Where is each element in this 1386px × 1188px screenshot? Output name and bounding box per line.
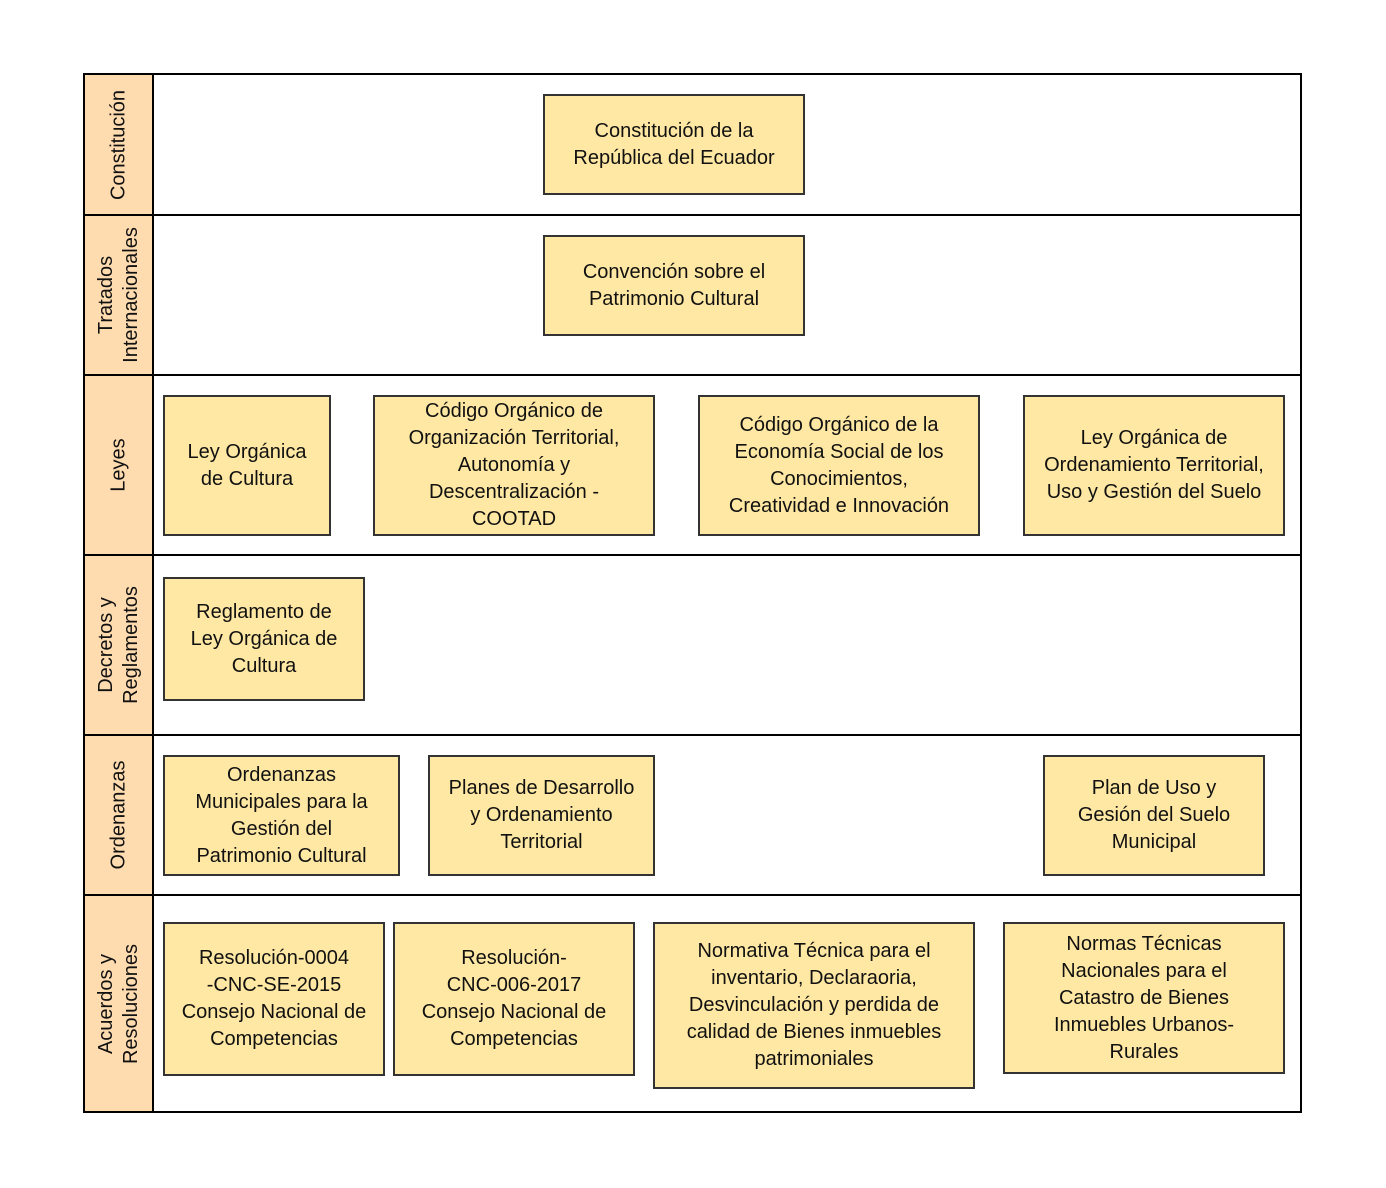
box-label: Normativa Técnica para el inventario, De…	[686, 940, 942, 1070]
lane-header: Decretos y Reglamentos	[85, 556, 154, 734]
lane-title: Ordenanzas	[107, 760, 129, 870]
lane-leyes: Leyes Ley Orgánica de Cultura Código Org…	[85, 376, 1300, 556]
box-label: Constitución de la República del Ecuador	[573, 119, 775, 169]
lane-acuerdos-resoluciones: Acuerdos y Resoluciones Resolución-0004 …	[85, 896, 1300, 1111]
lane-header: Leyes	[85, 376, 154, 554]
box-convencion: Convención sobre el Patrimonio Cultural	[543, 235, 805, 336]
lane-title: Constitución	[107, 89, 129, 200]
box-label: Código Orgánico de la Economía Social de…	[728, 413, 950, 517]
box-label: Resolución- CNC-006-2017 Consejo Naciona…	[421, 947, 607, 1050]
lane-title: Decretos y Reglamentos	[94, 586, 142, 704]
box-constitucion: Constitución de la República del Ecuador	[543, 94, 805, 195]
box-label: Convención sobre el Patrimonio Cultural	[582, 260, 766, 310]
lane-constitucion: Constitución Constitución de la Repúblic…	[85, 75, 1300, 216]
box-label: Resolución-0004 -CNC-SE-2015 Consejo Nac…	[181, 947, 367, 1050]
legal-hierarchy-diagram: Constitución Constitución de la Repúblic…	[83, 73, 1302, 1113]
box-label: Código Orgánico de Organización Territor…	[408, 400, 620, 530]
lane-header: Tratados Internacionales	[85, 216, 154, 374]
box-normas-tecnicas-catastro: Normas Técnicas Nacionales para el Catas…	[1003, 922, 1285, 1074]
lane-title: Leyes	[107, 438, 129, 492]
box-label: Planes de Desarrollo y Ordenamiento Terr…	[448, 777, 635, 853]
box-normativa-tecnica: Normativa Técnica para el inventario, De…	[653, 922, 975, 1089]
box-resolucion-006: Resolución- CNC-006-2017 Consejo Naciona…	[393, 922, 635, 1076]
box-codigo-economia-social: Código Orgánico de la Economía Social de…	[698, 395, 980, 536]
box-ley-ordenamiento: Ley Orgánica de Ordenamiento Territorial…	[1023, 395, 1285, 536]
lane-header: Acuerdos y Resoluciones	[85, 896, 154, 1111]
lane-tratados-internacionales: Tratados Internacionales Convención sobr…	[85, 216, 1300, 376]
lane-header: Constitución	[85, 75, 154, 214]
box-plan-uso-suelo: Plan de Uso y Gesión del Suelo Municipal	[1043, 755, 1265, 876]
lane-title: Acuerdos y Resoluciones	[94, 943, 142, 1064]
lane-ordenanzas: Ordenanzas Ordenanzas Municipales para l…	[85, 736, 1300, 896]
box-resolucion-0004: Resolución-0004 -CNC-SE-2015 Consejo Nac…	[163, 922, 385, 1076]
box-cootad: Código Orgánico de Organización Territor…	[373, 395, 655, 536]
box-label: Ley Orgánica de Cultura	[187, 440, 307, 490]
lane-decretos-reglamentos: Decretos y Reglamentos Reglamento de Ley…	[85, 556, 1300, 736]
box-reglamento: Reglamento de Ley Orgánica de Cultura	[163, 577, 365, 701]
box-label: Reglamento de Ley Orgánica de Cultura	[190, 600, 338, 677]
box-label: Normas Técnicas Nacionales para el Catas…	[1053, 932, 1235, 1063]
box-ordenanzas-municipales: Ordenanzas Municipales para la Gestión d…	[163, 755, 400, 876]
box-planes-desarrollo: Planes de Desarrollo y Ordenamiento Terr…	[428, 755, 655, 876]
box-ley-cultura: Ley Orgánica de Cultura	[163, 395, 331, 536]
box-label: Ordenanzas Municipales para la Gestión d…	[195, 763, 368, 867]
lane-header: Ordenanzas	[85, 736, 154, 894]
box-label: Plan de Uso y Gesión del Suelo Municipal	[1077, 777, 1231, 853]
box-label: Ley Orgánica de Ordenamiento Territorial…	[1044, 427, 1264, 503]
lane-title: Tratados Internacionales	[94, 227, 142, 363]
